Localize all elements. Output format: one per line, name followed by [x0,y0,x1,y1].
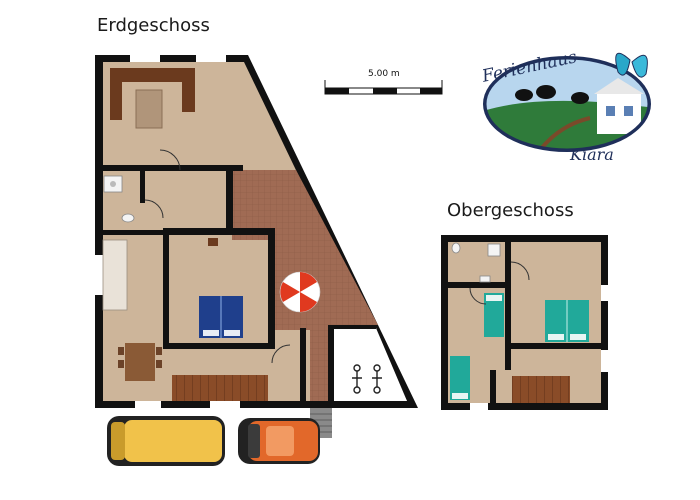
bicycle-icon [352,364,382,394]
scale-bar: 5.00 m [324,69,443,95]
upper-floor-title: Obergeschoss [447,200,574,221]
scale-bar-label: 5.00 m [368,69,400,79]
van-icon [107,416,225,466]
car-icon [238,418,320,464]
ferienhaus-kiara-logo: Ferienhaus Kiara [479,47,651,164]
ground-floor-plan [95,55,418,438]
upper-floor-plan [441,235,608,410]
parasol-icon [279,271,321,313]
logo-subtitle: Kiara [569,145,614,164]
butterfly-icon [615,52,648,78]
ground-floor-title: Erdgeschoss [97,15,210,36]
